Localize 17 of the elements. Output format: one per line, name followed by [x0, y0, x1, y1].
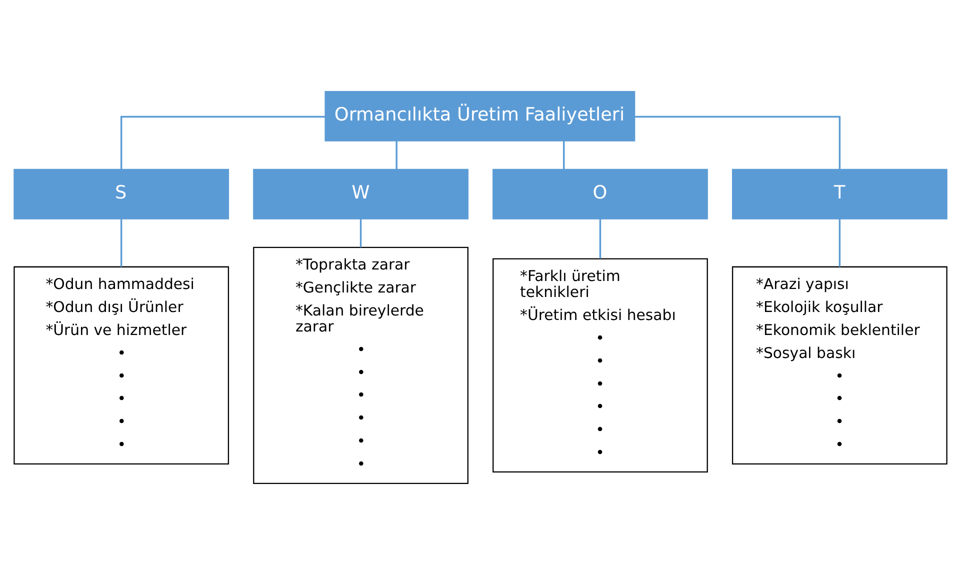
- node-box: Ormancılıkta Üretim Faaliyetleri: [324, 90, 635, 141]
- node-box: *Odun hammaddesi *Odun dışı Ürünler *Ürün ve hizmetler • • • • •: [13, 266, 229, 464]
- node-box: *Farklı üretim teknikleri *Üretim etkisi hesabı • • • • • •: [492, 258, 708, 472]
- node-box: *Toprakta zarar *Gençlikte zarar *Kalan bireylerde zarar • • • • • •: [252, 246, 468, 484]
- connector: [634, 115, 840, 169]
- connector: [838, 218, 840, 266]
- node-box: W: [252, 168, 468, 219]
- node-box: *Arazi yapısı *Ekolojik koşullar *Ekonomik beklentiler *Sosyal baskı • • • •: [731, 266, 947, 464]
- node-box: S: [13, 168, 229, 219]
- node-box: O: [492, 168, 708, 219]
- connector: [120, 115, 325, 169]
- connector: [120, 218, 122, 266]
- connector: [395, 140, 397, 169]
- connector: [598, 218, 601, 258]
- connector: [359, 218, 362, 247]
- node-box: T: [731, 168, 947, 219]
- connector: [562, 140, 564, 169]
